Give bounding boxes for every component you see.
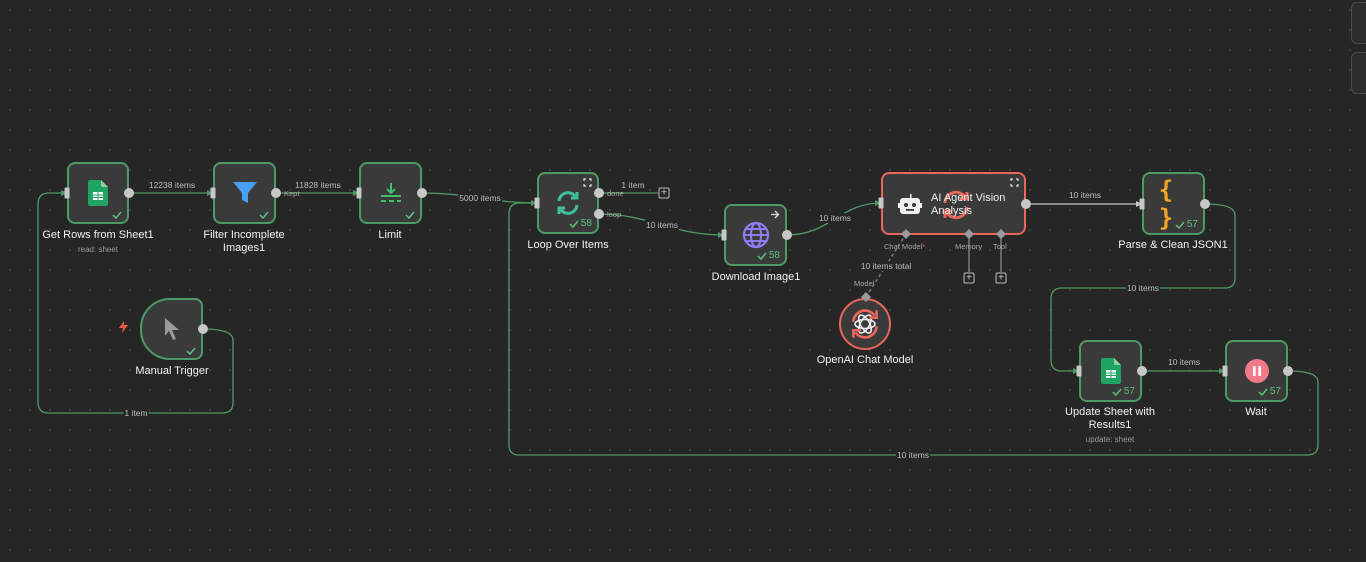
input-port[interactable] (1076, 365, 1082, 377)
node-title: Loop Over Items (527, 239, 609, 251)
trigger-bolt-icon (119, 321, 128, 336)
sub-workflow-icon (1010, 178, 1019, 189)
limit-icon (379, 182, 403, 204)
edge-label: 10 items (817, 213, 853, 223)
edge-manual-to-get (37, 192, 234, 414)
cursor-icon (163, 317, 181, 341)
add-memory-button[interactable]: + (963, 272, 975, 284)
input-port[interactable] (1139, 198, 1145, 210)
edge-label: 10 items (1166, 357, 1202, 367)
node-title: OpenAI Chat Model (816, 354, 914, 366)
success-check-icon (259, 211, 269, 219)
port-label-kept: Kept (284, 189, 300, 198)
google-sheets-icon (88, 180, 108, 206)
node-filter-incomplete-images[interactable] (213, 162, 276, 224)
success-check-icon: 57 (1112, 386, 1135, 397)
success-check-icon (186, 347, 196, 355)
port-label-tool: Tool (993, 242, 1007, 251)
input-port[interactable] (534, 197, 540, 209)
node-subtitle: read: sheet (77, 245, 119, 254)
input-port[interactable] (210, 187, 216, 199)
output-port[interactable] (782, 230, 792, 240)
arrow-right-icon (770, 210, 780, 221)
node-download-image[interactable]: 58 (724, 204, 787, 266)
node-title: Limit (378, 229, 402, 241)
openai-icon (852, 311, 878, 337)
output-port[interactable] (1200, 199, 1210, 209)
input-port[interactable] (721, 229, 727, 241)
output-port[interactable] (1137, 366, 1147, 376)
success-check-icon (405, 211, 415, 219)
node-title: Manual Trigger (135, 365, 209, 377)
success-check-icon: 58 (569, 218, 592, 229)
edge-label: 10 items (1067, 190, 1103, 200)
edge-label: 12238 items (147, 180, 197, 190)
port-label-loop: loop (607, 210, 622, 219)
node-title: Wait (1245, 406, 1267, 418)
node-limit[interactable] (359, 162, 422, 224)
loading-spinner-icon (939, 188, 973, 227)
success-check-icon (112, 211, 122, 219)
node-openai-chat-model[interactable] (839, 298, 891, 350)
input-port[interactable] (1222, 365, 1228, 377)
output-port[interactable] (417, 188, 427, 198)
output-port[interactable] (198, 324, 208, 334)
output-port[interactable] (124, 188, 134, 198)
node-get-rows-from-sheet[interactable] (67, 162, 129, 224)
port-label-memory: Memory (955, 242, 983, 251)
output-port-loop[interactable] (594, 209, 604, 219)
node-update-sheet-with-results[interactable]: 57 (1079, 340, 1142, 402)
edge-label: 10 items (1125, 283, 1161, 293)
loading-spinner-icon (847, 306, 883, 342)
success-check-icon: 57 (1258, 386, 1281, 397)
edge-label: 5000 items (458, 193, 502, 203)
add-tool-button[interactable]: + (995, 272, 1007, 284)
port-label-done: done (607, 189, 624, 198)
pause-icon (1244, 358, 1270, 384)
node-wait[interactable]: 57 (1225, 340, 1288, 402)
edge-label: 11828 items (294, 180, 342, 190)
output-port[interactable] (1283, 366, 1293, 376)
output-port-kept[interactable] (271, 188, 281, 198)
node-title: Parse & Clean JSON1 (1118, 239, 1228, 251)
node-loop-over-items[interactable]: 58 (537, 172, 599, 234)
panel-toggle-bottom[interactable] (1351, 52, 1366, 94)
input-port[interactable] (878, 197, 884, 209)
port-label-model: Model (854, 279, 875, 288)
node-subtitle: update: sheet (1085, 435, 1135, 444)
google-sheets-icon (1100, 358, 1121, 384)
output-port-done[interactable] (594, 188, 604, 198)
code-braces-icon: { } (1158, 175, 1174, 232)
edge-label: 1 item (123, 408, 149, 418)
output-port[interactable] (1021, 199, 1031, 209)
loop-icon (554, 189, 582, 217)
globe-icon (742, 221, 770, 249)
filter-icon (232, 180, 258, 206)
node-title: Download Image1 (711, 271, 801, 283)
sub-workflow-icon (583, 178, 592, 189)
edge-label: 1 item (620, 180, 646, 190)
node-parse-clean-json[interactable]: { } 57 (1142, 172, 1205, 235)
panel-toggle-top[interactable] (1351, 2, 1366, 44)
edge-label: 10 items total (859, 261, 913, 271)
edge-label: 10 items (644, 220, 680, 230)
success-check-icon: 57 (1175, 219, 1198, 230)
input-port[interactable] (356, 187, 362, 199)
input-port[interactable] (64, 187, 70, 199)
edge-label: 10 items (895, 450, 931, 460)
port-label-chat-model: Chat Model* (884, 242, 926, 251)
node-manual-trigger[interactable] (140, 298, 203, 360)
robot-icon (898, 194, 922, 221)
add-node-button[interactable]: + (658, 187, 670, 199)
node-title: Get Rows from Sheet1 (42, 229, 154, 241)
success-check-icon: 58 (757, 250, 780, 261)
